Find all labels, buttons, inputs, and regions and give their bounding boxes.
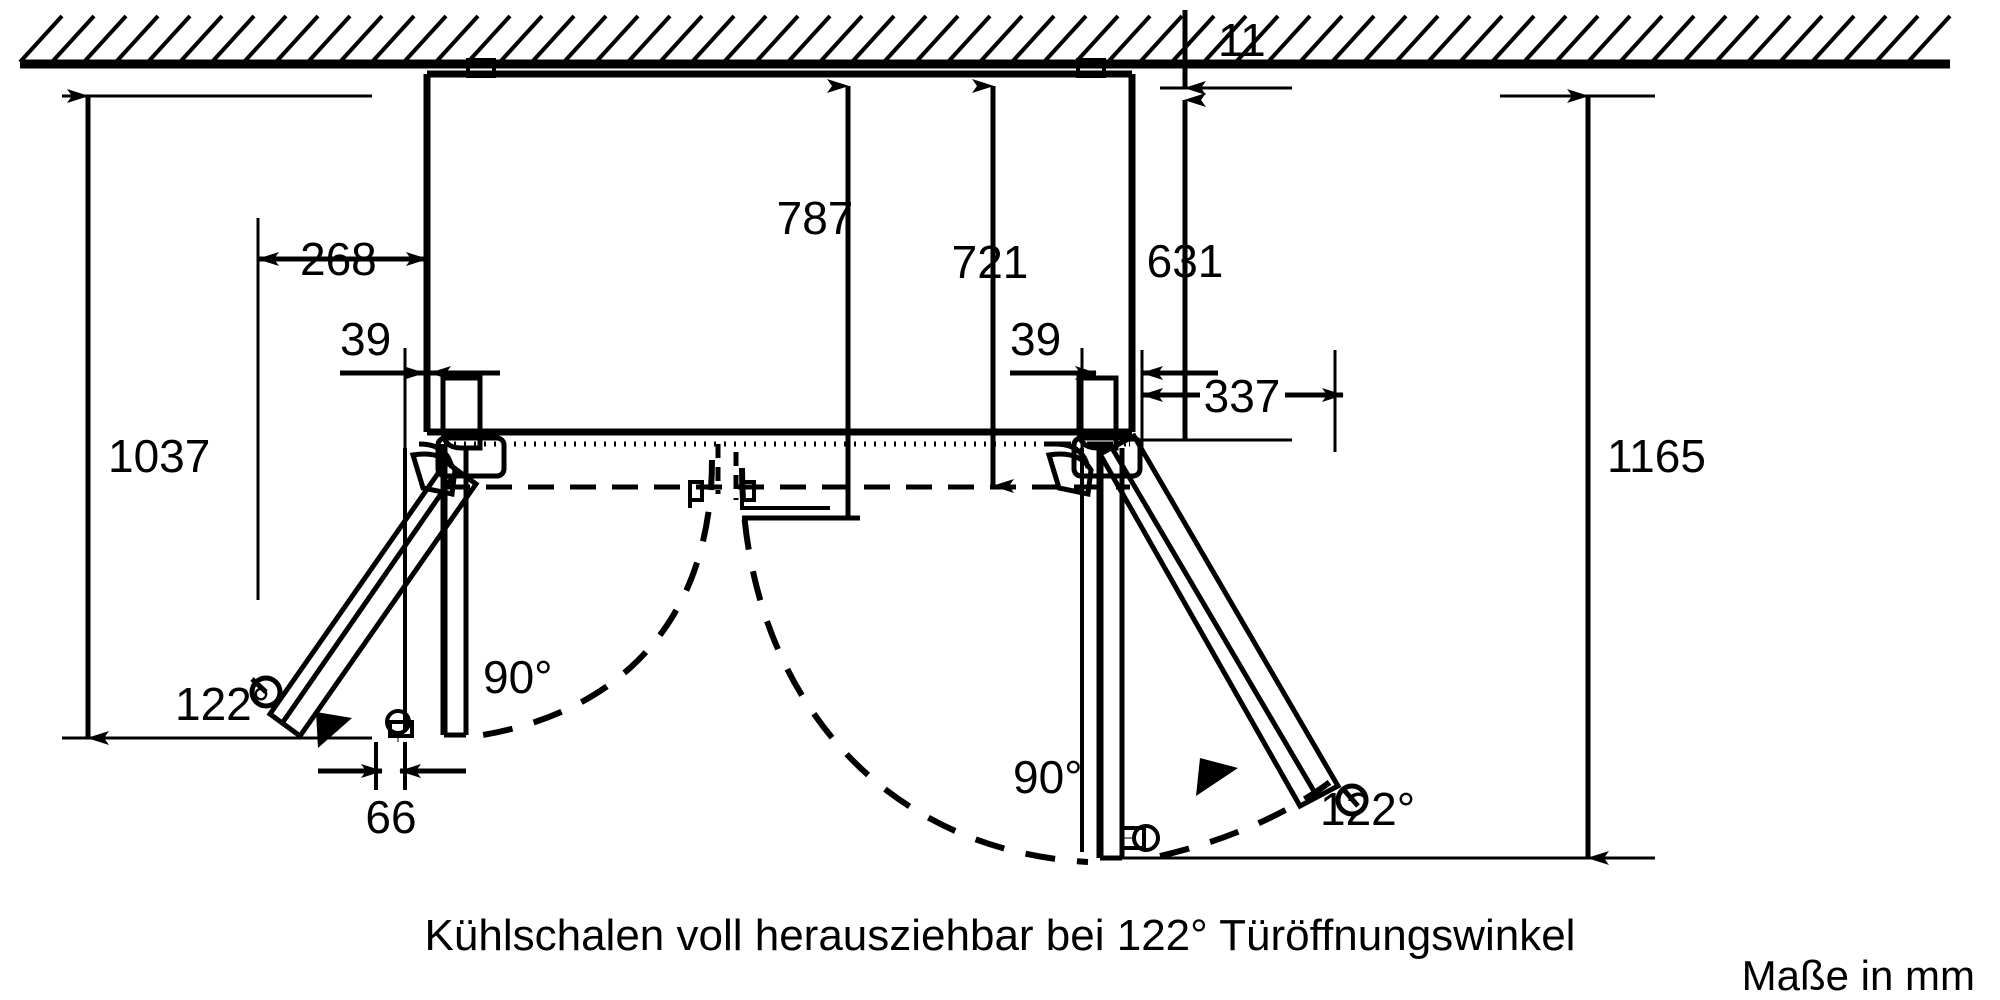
dim-787-label: 787 [777,192,854,244]
right-door-90-foot [1120,826,1146,850]
dim-631-label: 631 [1147,235,1224,287]
closed-door-outline [444,441,1130,500]
angle-90-left-label: 90° [483,651,553,703]
drawing-caption: Kühlschalen voll herausziehbar bei 122° … [425,911,1576,960]
right-door-swing-arc [739,467,1089,865]
wall-spacer-right [1076,58,1106,78]
units-note: Maße in mm [1742,952,1975,999]
dim-1165-label: 1165 [1607,430,1706,482]
left-arc-arrowhead [316,712,352,748]
dim-39-left-label: 39 [340,313,391,365]
angle-122-right-label: 122° [1320,783,1415,835]
right-hinge-assembly [1045,375,1143,861]
left-door-90-foot [388,720,414,738]
left-door-open-90 [385,448,414,742]
right-door-open-inner [1109,446,1321,800]
left-door-open-panel [266,458,480,740]
dim-337-label: 337 [1204,370,1281,422]
wall-spacer-left [466,58,496,78]
left-door-swing-arc [469,459,715,740]
wall-assembly [18,14,1952,69]
dim-1037-label: 1037 [108,430,210,482]
dim-721-label: 721 [952,236,1029,288]
right-door-open-122 [1096,432,1369,817]
left-door-open-inner [280,476,455,724]
right-door-open-90 [1080,448,1160,852]
left-door-open-122 [249,458,480,740]
door-swing-arcs [469,459,1332,865]
left-hinge-block [440,375,483,451]
angle-122-left-label: 122° [175,678,270,730]
right-door-swing-arc-outer [1159,779,1332,859]
left-door-handle-knob [249,675,283,709]
wall-hatching [18,14,1952,64]
right-arc-arrowhead [1196,758,1238,796]
dim-268-label: 268 [300,233,377,285]
dim-66-label: 66 [365,791,416,843]
dim-11-label: 11 [1218,14,1266,66]
right-door-open-handle [1342,788,1360,808]
right-door-open-panel [1096,432,1342,810]
dimension-lines [62,10,1655,865]
right-door-handle-knob [1335,783,1369,817]
angle-90-right-label: 90° [1013,751,1083,803]
dim-39-right-label: 39 [1010,313,1061,365]
cabinet-body [423,58,1136,436]
